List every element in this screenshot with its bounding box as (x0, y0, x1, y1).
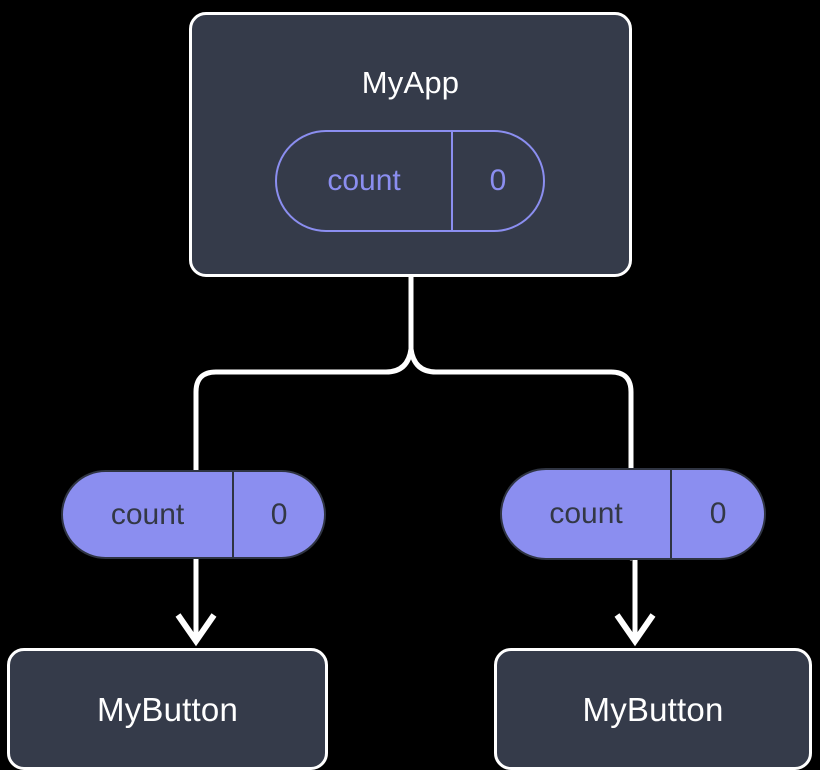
state-pill-root-name: count (327, 164, 401, 197)
state-pill-branch-right-value: 0 (670, 470, 764, 558)
component-box-mybutton-left[interactable]: MyButton (7, 648, 328, 770)
component-label-mybutton-left: MyButton (97, 690, 238, 728)
state-pill-branch-right[interactable]: count 0 (500, 468, 766, 560)
state-pill-root[interactable]: count 0 (275, 130, 545, 232)
component-label-mybutton-right: MyButton (582, 690, 724, 728)
arrow-head-left-icon (175, 613, 217, 647)
state-pill-branch-right-name: count (549, 497, 623, 530)
component-box-mybutton-right[interactable]: MyButton (494, 648, 812, 770)
state-pill-branch-left-value: 0 (232, 472, 324, 557)
state-pill-root-value: 0 (451, 132, 543, 230)
state-pill-branch-left[interactable]: count 0 (61, 470, 326, 559)
component-label-myapp: MyApp (361, 65, 460, 100)
arrow-head-right-icon (614, 613, 656, 647)
state-pill-branch-left-name: count (110, 497, 185, 531)
